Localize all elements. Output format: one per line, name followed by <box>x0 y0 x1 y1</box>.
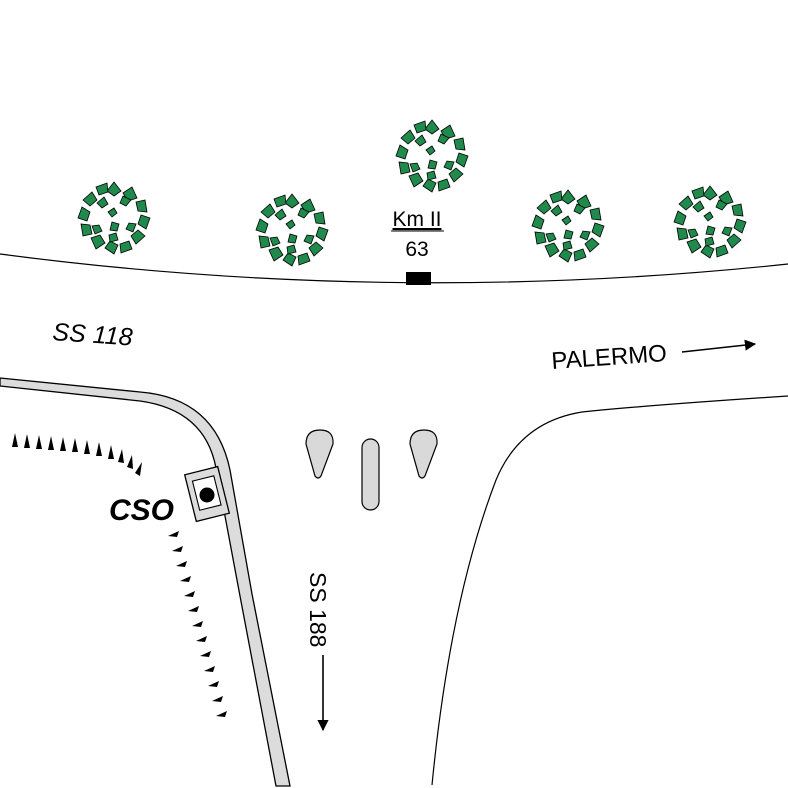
road-name-branch: SS 188 <box>305 572 331 647</box>
traffic-island-center <box>361 438 380 511</box>
station-label: CSO <box>109 494 174 527</box>
traffic-island-right <box>409 429 438 479</box>
station-marker-icon <box>199 487 215 503</box>
traffic-island-left <box>305 429 334 479</box>
embankment-lower <box>168 531 227 717</box>
road-top-edge <box>0 253 788 284</box>
sidewalk <box>0 377 291 787</box>
direction-label: PALERMO <box>551 340 668 375</box>
tree-icon <box>531 189 605 263</box>
tree-icon <box>77 181 151 255</box>
tree-icon <box>673 185 747 259</box>
tree-icon <box>395 119 469 193</box>
km-marker-label: Km II <box>392 208 441 231</box>
arrow-icon <box>681 339 757 353</box>
road-bottom-right-edge <box>431 395 788 786</box>
road-name-main: SS 118 <box>52 318 134 352</box>
km-marker-post <box>406 272 431 285</box>
tree-icon <box>255 193 329 267</box>
embankment-upper <box>12 433 142 476</box>
km-marker-value: 63 <box>405 238 428 261</box>
